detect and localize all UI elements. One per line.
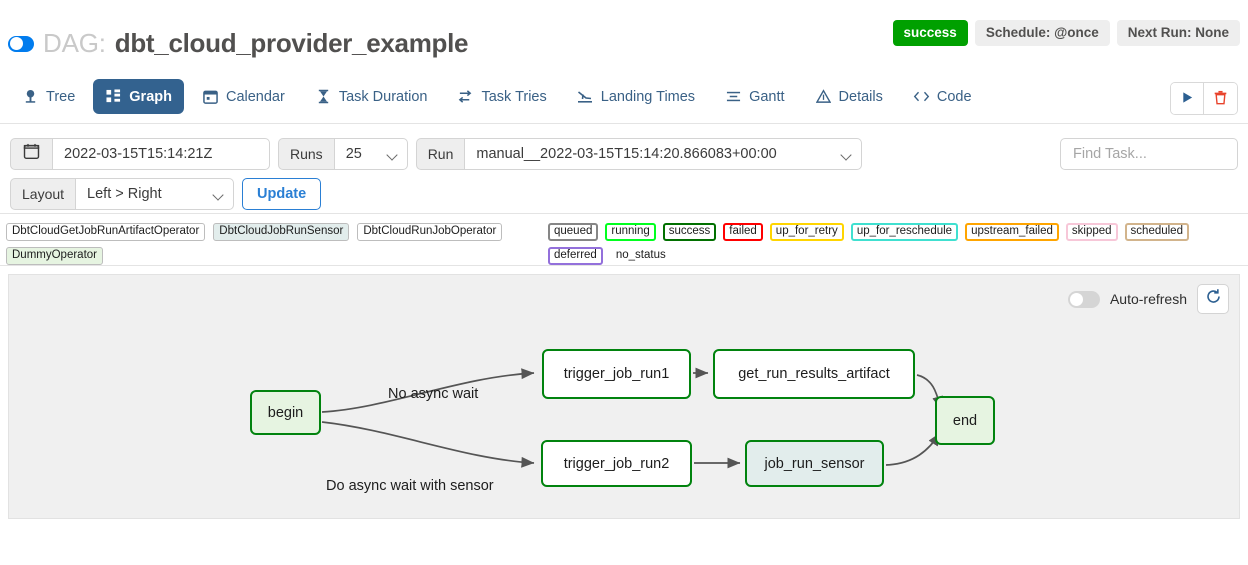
legend-status-up-for-reschedule[interactable]: up_for_reschedule bbox=[850, 223, 959, 241]
dag-action-buttons bbox=[1170, 82, 1238, 115]
calendar-icon bbox=[23, 143, 40, 165]
legend-status-scheduled[interactable]: scheduled bbox=[1124, 223, 1189, 241]
dag-header: DAG: dbt_cloud_provider_example success … bbox=[0, 0, 1248, 70]
legend-operator-chip[interactable]: DbtCloudGetJobRunArtifactOperator bbox=[6, 223, 206, 241]
layout-group: Layout Left > Right bbox=[10, 178, 235, 210]
tab-label: Code bbox=[936, 88, 972, 105]
update-button[interactable]: Update bbox=[242, 178, 322, 210]
dag-graph-canvas[interactable]: Auto-refresh bbox=[8, 274, 1240, 519]
tab-landing-times[interactable]: Landing Times bbox=[565, 79, 707, 114]
triangle-info-icon bbox=[815, 88, 832, 105]
legend-status-no-status: no_status bbox=[615, 249, 666, 261]
graph-legend: DbtCloudGetJobRunArtifactOperator DbtClo… bbox=[0, 214, 1248, 266]
controls-row-secondary: Layout Left > Right Update bbox=[10, 178, 1238, 210]
run-select[interactable]: manual__2022-03-15T15:14:20.866083+00:00 bbox=[464, 138, 863, 170]
legend-status-failed[interactable]: failed bbox=[723, 223, 763, 241]
tab-label: Gantt bbox=[749, 88, 785, 105]
auto-refresh-toggle[interactable] bbox=[1067, 290, 1100, 308]
tab-details[interactable]: Details bbox=[803, 79, 895, 114]
view-tabs: Tree Graph Calendar Task Duration Task T… bbox=[0, 70, 1248, 124]
tab-label: Details bbox=[838, 88, 883, 105]
auto-refresh-label: Auto-refresh bbox=[1109, 291, 1187, 307]
tab-label: Landing Times bbox=[600, 88, 696, 105]
delete-dag-button[interactable] bbox=[1204, 83, 1237, 114]
landing-icon bbox=[577, 88, 594, 105]
tab-calendar[interactable]: Calendar bbox=[190, 79, 297, 114]
layout-label: Layout bbox=[10, 178, 76, 210]
gantt-icon bbox=[725, 88, 742, 105]
task-node-trigger-job-run1[interactable]: trigger_job_run1 bbox=[542, 349, 691, 399]
task-node-get-run-results-artifact[interactable]: get_run_results_artifact bbox=[713, 349, 915, 399]
dag-name: dbt_cloud_provider_example bbox=[114, 28, 469, 58]
dag-controls: 2022-03-15T15:14:21Z Runs 25 Run manual_… bbox=[0, 124, 1248, 214]
runs-label: Runs bbox=[278, 138, 334, 170]
edge-begin-to-trigger1 bbox=[321, 368, 535, 413]
edge-sensor-to-end bbox=[885, 432, 941, 466]
legend-status-success[interactable]: success bbox=[662, 223, 717, 241]
edge-label-do-async-wait: Do async wait with sensor bbox=[326, 478, 494, 494]
legend-status-upstream-failed[interactable]: upstream_failed bbox=[965, 223, 1059, 241]
tab-gantt[interactable]: Gantt bbox=[713, 79, 796, 114]
graph-refresh-controls: Auto-refresh bbox=[1067, 284, 1229, 314]
runs-select[interactable]: 25 bbox=[333, 138, 408, 170]
refresh-icon bbox=[1205, 288, 1222, 310]
task-node-end[interactable]: end bbox=[935, 396, 995, 445]
task-node-trigger-job-run2[interactable]: trigger_job_run2 bbox=[541, 440, 692, 487]
legend-status-queued[interactable]: queued bbox=[548, 223, 599, 241]
calendar-icon bbox=[202, 88, 219, 105]
edge-label-no-async-wait: No async wait bbox=[388, 386, 479, 402]
hourglass-icon bbox=[315, 88, 332, 105]
legend-status-skipped[interactable]: skipped bbox=[1065, 223, 1118, 241]
trigger-dag-play-button[interactable] bbox=[1171, 83, 1204, 114]
legend-status-deferred[interactable]: deferred bbox=[548, 247, 603, 265]
status-badge: success bbox=[892, 20, 968, 46]
tab-label: Tree bbox=[46, 88, 76, 105]
tab-label: Graph bbox=[129, 88, 172, 105]
edge-begin-to-trigger2 bbox=[321, 421, 535, 468]
refresh-button[interactable] bbox=[1197, 284, 1229, 314]
run-label: Run bbox=[415, 138, 465, 170]
base-date-input[interactable]: 2022-03-15T15:14:21Z bbox=[52, 138, 270, 170]
controls-row-primary: 2022-03-15T15:14:21Z Runs 25 Run manual_… bbox=[10, 138, 1238, 170]
dag-label: DAG: bbox=[43, 28, 106, 58]
legend-operator-chip[interactable]: DbtCloudRunJobOperator bbox=[357, 223, 503, 241]
status-legend: queued running success failed up_for_ret… bbox=[548, 223, 1244, 265]
next-run-badge: Next Run: None bbox=[1116, 20, 1240, 46]
calendar-picker-button[interactable] bbox=[10, 138, 52, 170]
code-icon bbox=[913, 88, 930, 105]
tab-task-tries[interactable]: Task Tries bbox=[445, 79, 558, 114]
graph-icon bbox=[105, 88, 122, 105]
tab-task-duration[interactable]: Task Duration bbox=[303, 79, 440, 114]
dag-pause-toggle[interactable] bbox=[8, 35, 34, 52]
legend-status-running[interactable]: running bbox=[605, 223, 656, 241]
task-node-begin[interactable]: begin bbox=[250, 390, 321, 435]
tab-label: Calendar bbox=[225, 88, 285, 105]
legend-operator-chip[interactable]: DummyOperator bbox=[6, 247, 103, 265]
dag-title: DAG: dbt_cloud_provider_example bbox=[8, 28, 468, 59]
play-icon bbox=[1181, 91, 1194, 107]
legend-operator-chip[interactable]: DbtCloudJobRunSensor bbox=[213, 223, 350, 241]
dag-status-badges: success Schedule: @once Next Run: None bbox=[892, 20, 1240, 46]
operator-legend: DbtCloudGetJobRunArtifactOperator DbtClo… bbox=[6, 223, 536, 265]
tab-graph[interactable]: Graph bbox=[93, 79, 184, 114]
legend-status-up-for-retry[interactable]: up_for_retry bbox=[769, 223, 844, 241]
tree-icon bbox=[22, 88, 39, 105]
tab-tree[interactable]: Tree bbox=[10, 79, 87, 114]
tab-label: Task Duration bbox=[338, 88, 428, 105]
run-group: Run manual__2022-03-15T15:14:20.866083+0… bbox=[415, 138, 863, 170]
tab-label: Task Tries bbox=[481, 88, 547, 105]
retry-icon bbox=[457, 88, 474, 105]
runs-group: Runs 25 bbox=[278, 138, 408, 170]
tab-code[interactable]: Code bbox=[901, 79, 984, 114]
schedule-badge: Schedule: @once bbox=[974, 20, 1110, 46]
trash-icon bbox=[1213, 90, 1228, 108]
find-task-input[interactable]: Find Task... bbox=[1060, 138, 1238, 170]
base-date-group: 2022-03-15T15:14:21Z bbox=[10, 138, 270, 170]
task-node-job-run-sensor[interactable]: job_run_sensor bbox=[745, 440, 884, 487]
layout-select[interactable]: Left > Right bbox=[75, 178, 235, 210]
